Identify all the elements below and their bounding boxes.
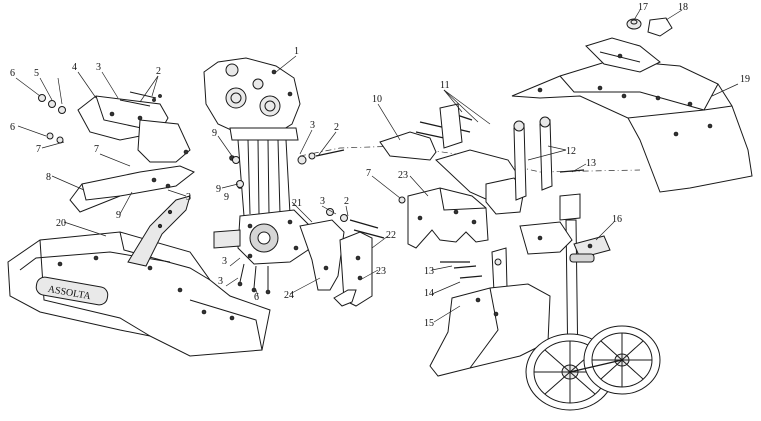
callout-2: 2 xyxy=(156,66,161,77)
callout-1: 1 xyxy=(294,46,299,57)
callout-22: 22 xyxy=(386,230,396,241)
callout-23: 23 xyxy=(376,266,386,277)
callout-14: 14 xyxy=(424,288,434,299)
hitch-assembly xyxy=(299,208,385,307)
callout-7: 7 xyxy=(366,168,371,179)
right-fender-assembly xyxy=(511,17,753,193)
gearbox-assembly xyxy=(203,57,311,295)
callout-19: 19 xyxy=(740,74,750,85)
support-plate-assembly xyxy=(379,131,525,249)
bolt-set-11 xyxy=(415,103,473,149)
callout-10: 10 xyxy=(372,94,382,105)
callout-4: 4 xyxy=(72,62,77,73)
left-fender-assembly: ASSOLTA xyxy=(7,195,271,357)
callout-3: 3 xyxy=(320,196,325,207)
callout-6: 6 xyxy=(10,68,15,79)
assembly-centerline xyxy=(299,145,641,173)
callout-20: 20 xyxy=(56,218,66,229)
callout-18: 18 xyxy=(678,2,688,13)
callout-8: 8 xyxy=(46,172,51,183)
callout-16: 16 xyxy=(612,214,622,225)
callout-3: 3 xyxy=(186,192,191,203)
callout-6: 6 xyxy=(254,292,259,303)
callout-9: 9 xyxy=(116,210,121,221)
callout-labels: 1 2 2 2 3 3 3 3 3 3 4 5 6 6 6 7 7 7 8 9 … xyxy=(10,2,750,329)
callout-12: 12 xyxy=(566,146,576,157)
callout-3: 3 xyxy=(222,256,227,267)
callout-23: 23 xyxy=(398,170,408,181)
callout-15: 15 xyxy=(424,318,434,329)
callout-17: 17 xyxy=(638,2,648,13)
hardware-stack-left xyxy=(38,91,162,144)
callout-9: 9 xyxy=(212,128,217,139)
callout-24: 24 xyxy=(284,290,294,301)
callout-11: 11 xyxy=(440,80,450,91)
callout-13: 13 xyxy=(586,158,596,169)
callout-3: 3 xyxy=(218,276,223,287)
callout-3: 3 xyxy=(310,120,315,131)
callout-2: 2 xyxy=(334,122,339,133)
callout-7: 7 xyxy=(94,144,99,155)
callout-3: 3 xyxy=(96,62,101,73)
leader-lines xyxy=(15,9,739,323)
callout-13: 13 xyxy=(424,266,434,277)
gearbox-side-bolt xyxy=(297,149,345,165)
callout-7: 7 xyxy=(36,144,41,155)
wheel-stand-assembly xyxy=(519,193,661,411)
callout-6: 6 xyxy=(10,122,15,133)
misc-hardware xyxy=(232,156,585,263)
callout-5: 5 xyxy=(34,68,39,79)
callout-9: 9 xyxy=(216,184,221,195)
callout-9: 9 xyxy=(224,192,229,203)
callout-2: 2 xyxy=(344,196,349,207)
plow-assembly xyxy=(429,247,551,377)
callout-21: 21 xyxy=(292,198,302,209)
